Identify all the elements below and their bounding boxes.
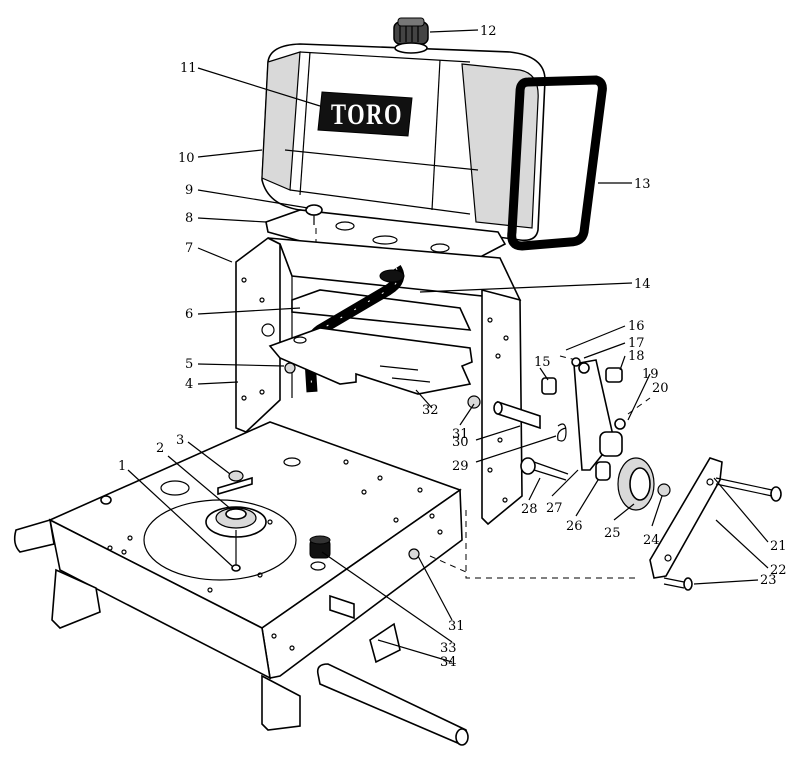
callout-33: 33 xyxy=(440,641,457,656)
leader-lines xyxy=(127,29,769,663)
callout-29: 29 xyxy=(452,459,469,474)
callout-6: 6 xyxy=(185,307,193,322)
callout-16: 16 xyxy=(628,319,645,334)
callout-25: 25 xyxy=(604,526,621,541)
nut-5 xyxy=(284,362,296,374)
callout-26: 26 xyxy=(566,519,583,534)
callout-labels: 1 2 3 4 5 6 7 8 9 10 11 12 13 14 15 16 1… xyxy=(118,24,787,670)
callout-15: 15 xyxy=(534,355,551,370)
toro-logo-text: TORO xyxy=(331,98,403,131)
callout-14: 14 xyxy=(634,277,651,292)
callout-31-upper: 31 xyxy=(452,427,469,442)
callout-7: 7 xyxy=(185,241,193,256)
callout-13: 13 xyxy=(634,177,651,192)
shelf-plate xyxy=(268,327,473,395)
callout-18: 18 xyxy=(628,349,645,364)
callout-1: 1 xyxy=(118,459,126,474)
transmission-parts xyxy=(429,355,782,591)
callout-10: 10 xyxy=(178,151,195,166)
callout-8: 8 xyxy=(185,211,193,226)
callout-28: 28 xyxy=(521,502,538,517)
callout-2: 2 xyxy=(156,441,164,456)
callout-24: 24 xyxy=(643,533,660,548)
washer-3 xyxy=(217,470,253,496)
callout-11: 11 xyxy=(180,61,197,76)
bracket-6 xyxy=(291,289,472,331)
callout-21: 21 xyxy=(770,539,787,554)
callout-22: 22 xyxy=(770,563,787,578)
callout-23: 23 xyxy=(760,573,777,588)
callout-5: 5 xyxy=(185,357,193,372)
lower-housing xyxy=(13,421,463,731)
callout-3: 3 xyxy=(176,433,184,448)
callout-20: 20 xyxy=(652,381,669,396)
callout-4: 4 xyxy=(185,377,193,392)
callout-9: 9 xyxy=(185,183,193,198)
callout-27: 27 xyxy=(546,501,563,516)
toro-decal: TORO xyxy=(317,91,413,137)
tank-strap xyxy=(507,75,607,251)
axle-34 xyxy=(316,663,469,746)
knob-33 xyxy=(309,535,331,559)
callout-32: 32 xyxy=(422,403,439,418)
nut-31-lower xyxy=(408,548,420,560)
callout-30: 30 xyxy=(452,435,469,450)
pulley-assembly xyxy=(205,506,267,572)
callout-31-lower: 31 xyxy=(448,619,465,634)
fuel-cap xyxy=(393,17,429,54)
callout-12: 12 xyxy=(480,24,497,39)
callout-19: 19 xyxy=(642,367,659,382)
callout-17: 17 xyxy=(628,336,645,351)
callout-34: 34 xyxy=(440,655,457,670)
